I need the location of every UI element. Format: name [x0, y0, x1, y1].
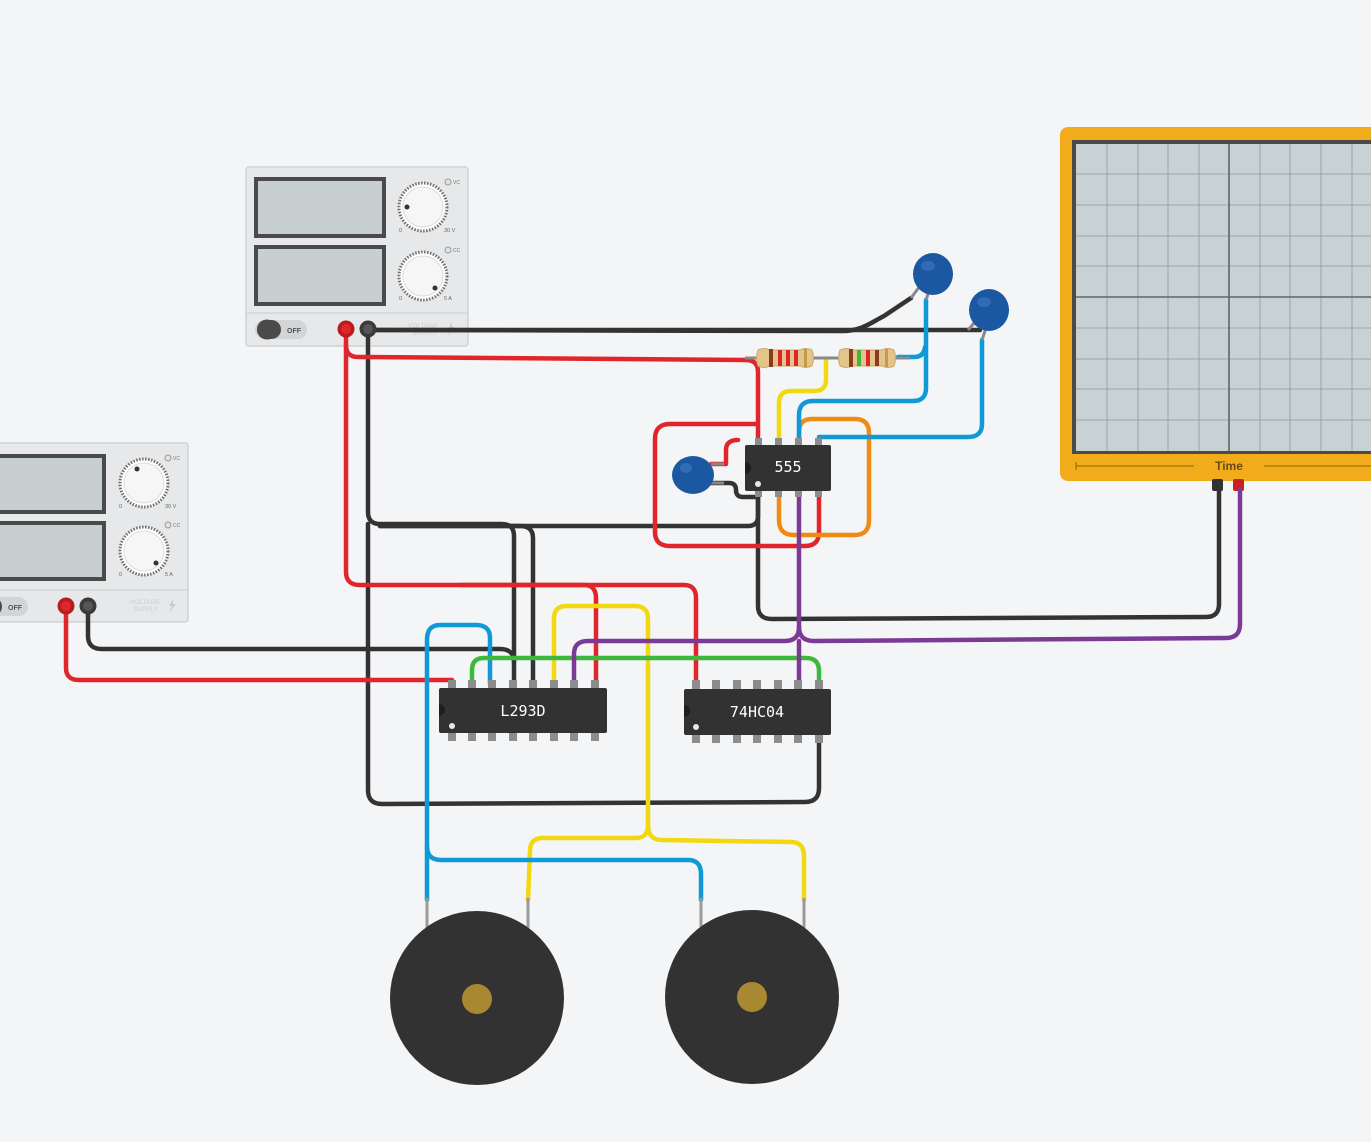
chip-body	[684, 689, 831, 735]
lightning-bolt-icon	[169, 599, 176, 613]
time-axis-label: Time	[1215, 459, 1243, 473]
resistor-2[interactable]	[826, 348, 910, 368]
yellow-wires[interactable]	[525, 357, 829, 903]
psu-1-brand-line2: SUPPLY	[412, 330, 438, 337]
74hc04-chip[interactable]: 74HC04	[684, 680, 831, 743]
psu-2-cc-led	[164, 521, 172, 529]
psu-1-vc-label: VC	[453, 180, 460, 186]
psu-1-voltage-display	[254, 177, 386, 238]
psu-2-vc-led	[164, 454, 172, 462]
vc-indicator-led	[444, 178, 452, 186]
capacitor-3[interactable]	[672, 456, 724, 494]
oscilloscope[interactable]: Time	[1060, 127, 1371, 491]
capacitor-body	[913, 253, 953, 295]
psu-2-vc-label: VC	[173, 456, 180, 462]
wires[interactable]	[63, 295, 1243, 903]
psu-2-current-min: 0	[119, 572, 122, 578]
psu-2-brand-line1: VOLTAGE	[130, 599, 160, 606]
buzzer-1[interactable]	[390, 898, 564, 1085]
toggle-switch-icon	[0, 600, 2, 613]
psu-2-voltage-min: 0	[119, 504, 122, 510]
psu-2-switch-label: OFF	[8, 605, 23, 612]
chip-label: 555	[774, 458, 801, 476]
capacitor-body	[969, 289, 1009, 331]
black-wires[interactable]	[85, 295, 1222, 807]
capacitor-1[interactable]	[909, 253, 953, 301]
psu-2-cc-label: CC	[173, 523, 181, 529]
capacitor-body	[672, 456, 714, 494]
power-supply-2[interactable]: VC CC 0 30 V 0 5 A OFF VOLTAGE SUPPLY	[0, 442, 189, 623]
chip-label: 74HC04	[730, 703, 784, 721]
purple-wires[interactable]	[571, 486, 1243, 687]
blue-wires[interactable]	[424, 297, 985, 903]
psu-1-current-display	[254, 245, 386, 306]
psu-2-current-max: 5 A	[165, 572, 173, 578]
buzzer-2[interactable]	[665, 898, 839, 1084]
oscilloscope-axes	[1076, 144, 1371, 451]
buzzer-center	[737, 982, 767, 1012]
psu-1-current-knob[interactable]	[397, 250, 449, 302]
time-axis-line	[1075, 462, 1371, 470]
psu-1-voltage-min: 0	[399, 228, 402, 234]
l293d-chip[interactable]: L293D	[439, 680, 607, 741]
resistor-1[interactable]	[745, 348, 830, 368]
power-supply-1[interactable]: VC CC 0 30 V 0 5 A OFF VOLTAGE SUPPLY	[245, 166, 469, 347]
psu-1-switch-label: OFF	[287, 328, 302, 335]
timer-555-chip[interactable]: 555	[745, 438, 831, 497]
psu-1-current-min: 0	[399, 296, 402, 302]
buzzer-center	[462, 984, 492, 1014]
psu-2-voltage-display	[0, 454, 106, 514]
psu-2-terminals[interactable]	[57, 597, 97, 615]
chip-body	[439, 688, 607, 733]
psu-2-voltage-max: 30 V	[165, 504, 177, 510]
psu-1-current-max: 5 A	[444, 296, 452, 302]
psu-2-power-switch[interactable]: OFF	[0, 597, 28, 616]
psu-2-current-display	[0, 521, 106, 581]
psu-1-voltage-knob[interactable]	[397, 181, 449, 233]
red-wires[interactable]	[63, 327, 822, 687]
chip-body	[745, 445, 831, 491]
psu-1-voltage-max: 30 V	[444, 228, 456, 234]
psu-1-brand-line1: VOLTAGE	[408, 323, 438, 330]
psu-1-power-switch[interactable]: OFF	[255, 319, 307, 340]
psu-1-terminals[interactable]	[337, 320, 377, 338]
green-wire[interactable]	[469, 655, 822, 687]
psu-1-cc-label: CC	[453, 248, 461, 254]
psu-2-brand-line2: SUPPLY	[133, 606, 159, 613]
cc-indicator-led	[444, 246, 452, 254]
chip-label: L293D	[500, 702, 545, 720]
psu-2-current-knob[interactable]	[118, 525, 170, 577]
capacitor-2[interactable]	[966, 289, 1009, 341]
orange-wire[interactable]	[776, 416, 872, 538]
psu-2-voltage-knob[interactable]	[118, 457, 170, 509]
